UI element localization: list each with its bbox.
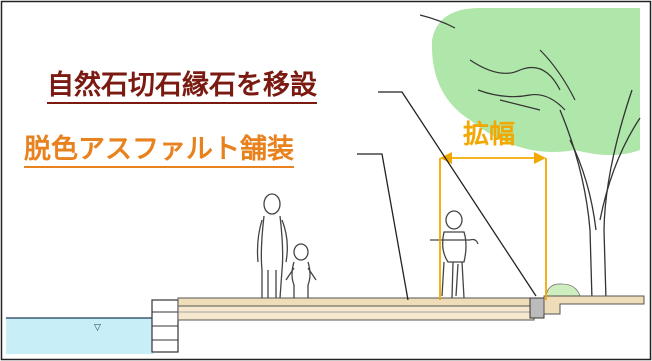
figure-cyclist xyxy=(430,210,479,299)
water-level-mark: ▽ xyxy=(94,323,101,333)
stone-curb xyxy=(529,297,545,319)
figure-adult xyxy=(256,193,288,299)
widen-bracket xyxy=(439,157,547,300)
river-water xyxy=(6,318,154,354)
widen-arrow-right xyxy=(534,152,546,164)
tree-canopy xyxy=(431,8,640,155)
bleached-asphalt-label: 脱色アスファルト舗装 xyxy=(24,136,294,168)
shrub xyxy=(545,283,581,297)
curb-relocation-label: 自然石切石縁石を移設 xyxy=(47,72,317,104)
pavement xyxy=(177,297,535,321)
tree-branches xyxy=(419,14,576,111)
retaining-wall xyxy=(151,299,179,353)
curb-leader-line xyxy=(378,91,537,297)
tree-trunk xyxy=(559,89,641,301)
widening-label: 拡幅 xyxy=(463,120,516,150)
ground-strip xyxy=(543,295,645,315)
figure-child xyxy=(285,243,317,298)
asphalt-leader-line xyxy=(357,153,409,301)
